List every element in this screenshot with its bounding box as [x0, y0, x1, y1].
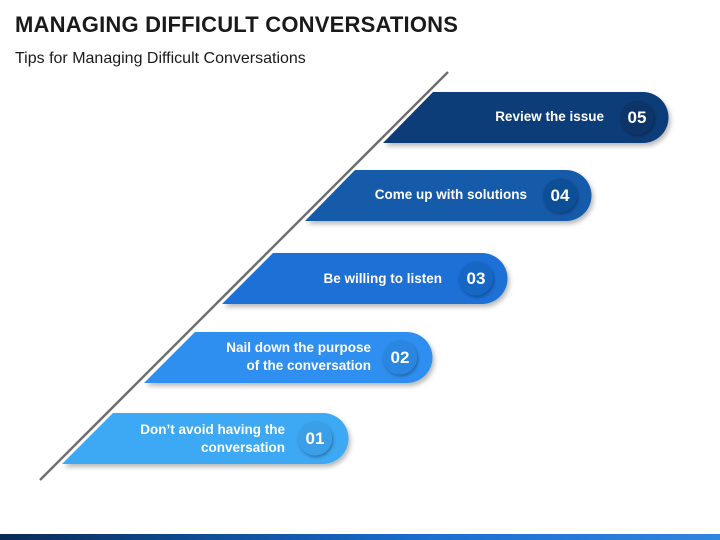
step-05 — [383, 92, 669, 143]
page-title: MANAGING DIFFICULT CONVERSATIONS — [15, 12, 459, 37]
step-01-circle — [298, 421, 332, 456]
step-01-label: Don’t avoid having the conversation — [140, 421, 285, 457]
step-04 — [305, 170, 592, 221]
step-03-label-line-1: Be willing to listen — [323, 271, 442, 286]
step-04-label: Come up with solutions — [375, 186, 527, 204]
step-04-circle — [543, 178, 577, 213]
step-01 — [62, 413, 349, 464]
step-05-label-line-1: Review the issue — [495, 109, 604, 124]
step-02-circle — [383, 340, 417, 375]
step-03-label: Be willing to listen — [323, 270, 442, 288]
step-02-number: 02 — [390, 347, 410, 367]
step-03 — [222, 253, 508, 304]
step-04-band — [305, 170, 592, 221]
step-04-number: 04 — [550, 185, 570, 205]
step-05-circle — [620, 100, 654, 135]
page-subtitle: Tips for Managing Difficult Conversation… — [15, 50, 306, 67]
step-02-label: Nail down the purpose of the conversatio… — [226, 339, 371, 375]
step-03-number: 03 — [466, 268, 486, 288]
step-05-label: Review the issue — [495, 108, 604, 126]
step-02-label-line-1: Nail down the purpose — [226, 340, 371, 355]
step-02 — [144, 332, 433, 383]
step-02-label-line-2: of the conversation — [246, 358, 371, 373]
step-03-band — [222, 253, 508, 304]
step-04-label-line-1: Come up with solutions — [374, 187, 527, 202]
step-05-number: 05 — [627, 107, 647, 127]
step-03-circle — [459, 261, 493, 296]
step-05-band — [383, 92, 669, 143]
step-01-number: 01 — [305, 428, 325, 448]
step-01-label-line-2: conversation — [200, 440, 285, 455]
step-01-band — [62, 413, 349, 464]
step-02-band — [144, 332, 433, 383]
diagonal-line — [39, 71, 449, 481]
bottom-accent-bar — [0, 534, 720, 540]
step-01-label-line-1: Don’t avoid having the — [140, 422, 285, 437]
